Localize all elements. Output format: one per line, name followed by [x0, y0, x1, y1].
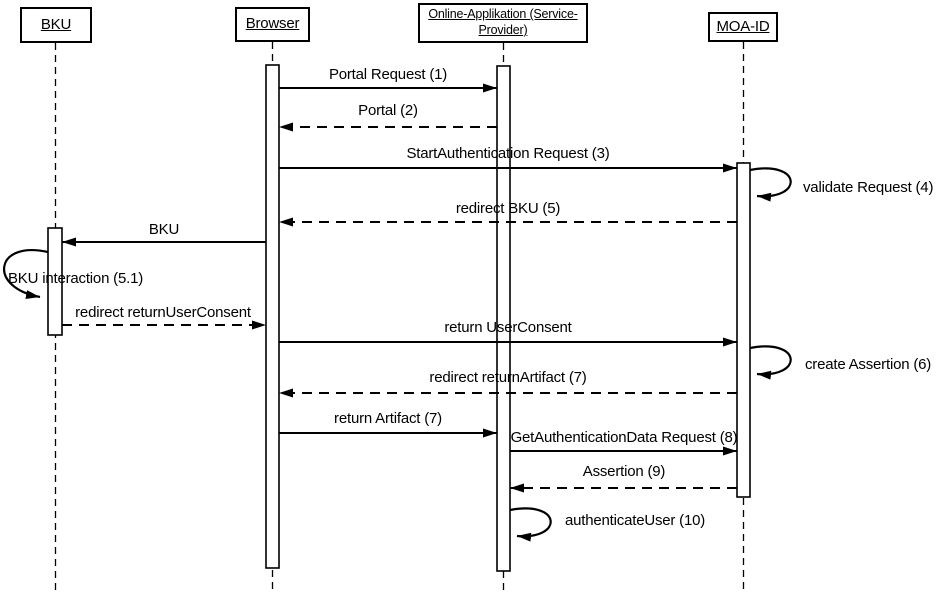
message-label-redirect-returnuserconsent: redirect returnUserConsent: [75, 304, 251, 321]
message-label-getauthenticationdata: GetAuthenticationData Request (8): [510, 429, 738, 446]
actor-box-browser: Browser: [235, 7, 310, 42]
actor-label-browser: Browser: [245, 15, 300, 33]
actor-box-moa-id: MOA-ID: [708, 12, 778, 42]
message-label-validate-request: validate Request (4): [803, 179, 934, 196]
actor-box-bku: BKU: [20, 7, 92, 43]
message-label-authenticate-user: authenticateUser (10): [565, 512, 706, 529]
message-label-portal: Portal (2): [358, 102, 418, 119]
message-label-start-authentication: StartAuthentication Request (3): [406, 145, 610, 162]
message-label-return-userconsent: return UserConsent: [444, 319, 572, 336]
activation-bar-browser: [265, 64, 280, 569]
actor-label-bku: BKU: [40, 15, 72, 33]
message-label-return-artifact: return Artifact (7): [334, 410, 442, 427]
message-label-assertion: Assertion (9): [582, 463, 666, 480]
actor-box-online-app: Online-Applikation (Service-Provider): [418, 3, 588, 43]
message-label-create-assertion: create Assertion (6): [805, 356, 932, 373]
message-label-redirect-returnartifact: redirect returnArtifact (7): [429, 369, 587, 386]
message-label-bku-interaction: BKU interaction (5.1): [8, 270, 144, 287]
activation-bar-moa-id: [736, 162, 751, 498]
self-loop-validate-request: [749, 167, 792, 202]
activation-bar-online-app: [496, 65, 511, 572]
actor-label-moa-id: MOA-ID: [716, 17, 770, 35]
activation-bar-bku: [47, 227, 63, 336]
message-label-portal-request: Portal Request (1): [328, 66, 448, 83]
actor-label-online-app: Online-Applikation (Service-Provider): [428, 7, 578, 37]
self-loop-bku-interaction: [2, 249, 49, 300]
message-label-redirect-bku: redirect BKU (5): [455, 200, 561, 217]
self-loop-authenticate-user: [509, 507, 552, 542]
self-loop-create-assertion: [749, 345, 792, 380]
message-label-bku: BKU: [148, 221, 180, 238]
